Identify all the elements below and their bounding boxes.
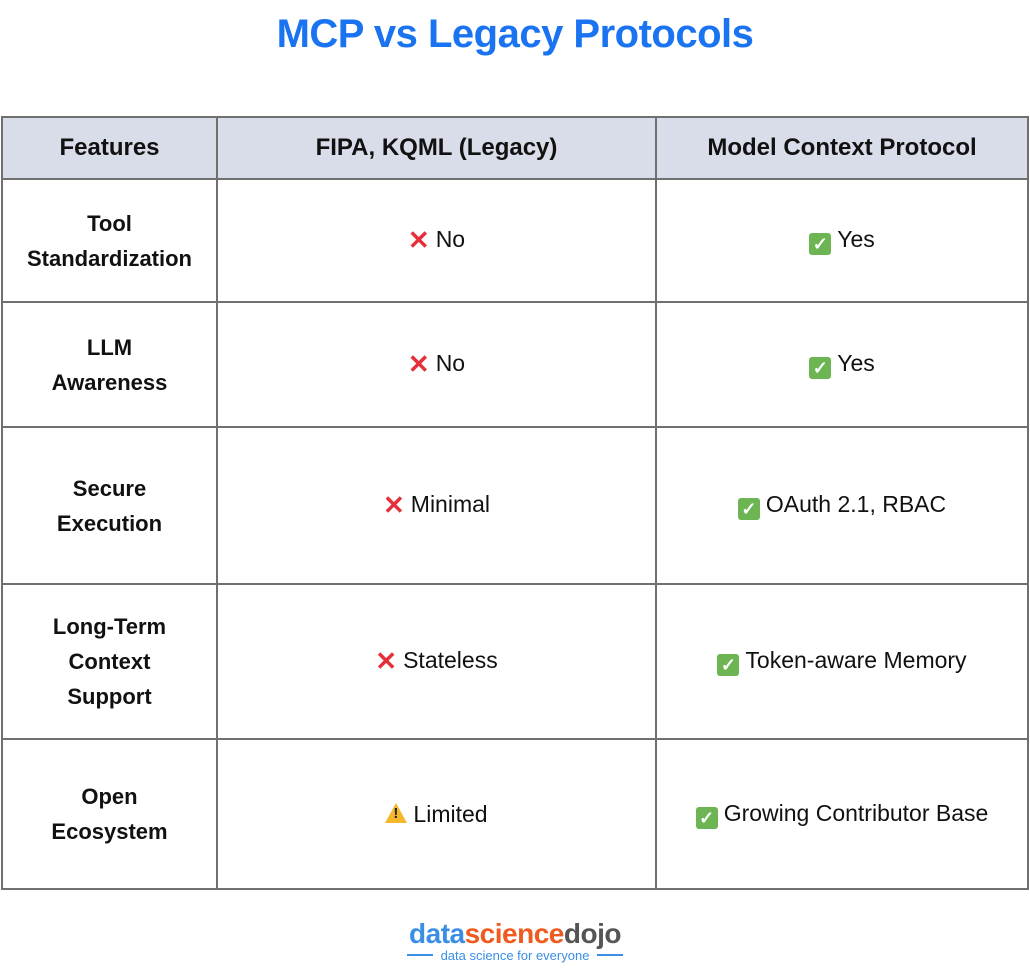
- cell-text: Minimal: [410, 491, 491, 517]
- feature-label: Open: [81, 784, 138, 809]
- comparison-table: Features FIPA, KQML (Legacy) Model Conte…: [1, 116, 1029, 890]
- mcp-cell: ✓Growing Contributor Base: [655, 738, 1029, 890]
- cell-text: Yes: [837, 350, 875, 376]
- header-legacy: FIPA, KQML (Legacy): [216, 116, 657, 180]
- mcp-cell: ✓Yes: [655, 301, 1029, 428]
- feature-label: Execution: [56, 510, 163, 536]
- cross-icon: ✕: [407, 225, 430, 255]
- cell-text: Limited: [413, 800, 488, 827]
- logo-tagline: data science for everyone: [440, 948, 590, 963]
- feature-label: Support: [67, 684, 152, 709]
- legacy-cell: ✕Stateless: [216, 583, 657, 740]
- table-header-row: Features FIPA, KQML (Legacy) Model Conte…: [1, 116, 1029, 180]
- header-mcp: Model Context Protocol: [655, 116, 1029, 180]
- cell-text: Yes: [837, 226, 875, 252]
- legacy-cell: Limited: [216, 738, 657, 890]
- logo-text-data: data: [409, 918, 465, 949]
- check-icon: ✓: [737, 498, 760, 520]
- cell-text: Growing Contributor Base: [723, 799, 989, 826]
- check-icon: ✓: [717, 654, 740, 676]
- feature-label: Awareness: [51, 369, 168, 395]
- cross-icon: ✕: [382, 490, 405, 520]
- feature-label: LLM: [86, 334, 133, 360]
- cross-icon: ✕: [407, 349, 430, 379]
- feature-cell: LLM Awareness: [1, 301, 218, 428]
- cell-text: OAuth 2.1, RBAC: [765, 491, 947, 517]
- mcp-cell: ✓Token-aware Memory: [655, 583, 1029, 740]
- feature-label: Context: [68, 649, 151, 674]
- check-icon: ✓: [695, 806, 718, 829]
- logo-text-science: science: [464, 918, 565, 949]
- logo-text-dojo: dojo: [563, 918, 622, 949]
- mcp-cell: ✓OAuth 2.1, RBAC: [655, 426, 1029, 585]
- feature-label: Ecosystem: [51, 819, 168, 844]
- feature-label: Long-Term: [52, 614, 167, 639]
- legacy-cell: ✕No: [216, 178, 657, 303]
- feature-label: Secure: [72, 475, 147, 501]
- feature-label: Tool: [87, 210, 132, 236]
- cross-icon: ✕: [375, 646, 398, 676]
- cell-text: Token-aware Memory: [745, 647, 967, 673]
- page-title: MCP vs Legacy Protocols: [276, 12, 754, 56]
- cell-text: Stateless: [403, 647, 498, 673]
- check-icon: ✓: [809, 233, 832, 255]
- datasciencedojo-logo: datasciencedojo data science for everyon…: [0, 918, 1030, 963]
- legacy-cell: ✕Minimal: [216, 426, 657, 585]
- check-icon: ✓: [809, 357, 832, 379]
- cell-text: No: [435, 350, 466, 376]
- feature-label: Standardization: [26, 245, 192, 271]
- mcp-cell: ✓Yes: [655, 178, 1029, 303]
- cell-text: No: [435, 226, 466, 252]
- header-features: Features: [1, 116, 218, 180]
- warning-icon: [385, 802, 408, 823]
- legacy-cell: ✕No: [216, 301, 657, 428]
